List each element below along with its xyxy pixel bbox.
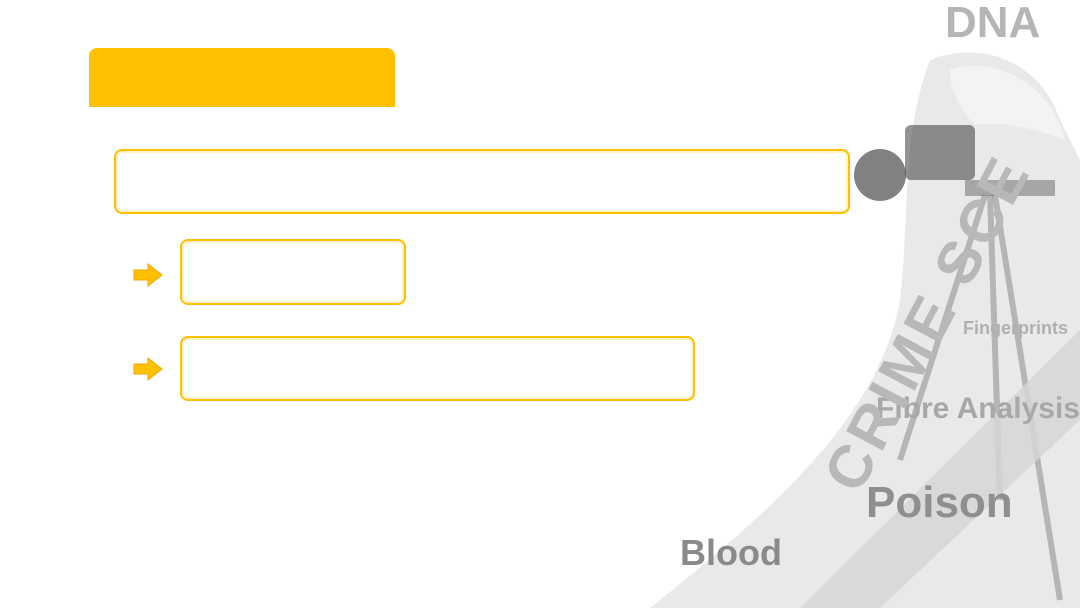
crime-tape-band (800, 330, 1080, 608)
main-text-box[interactable] (114, 149, 850, 214)
right-arrow-icon (133, 357, 163, 381)
right-arrow-icon (133, 263, 163, 287)
background-word-fingerprints: Fingerprints (963, 318, 1069, 338)
camera-lens (854, 149, 906, 201)
background-word-blood: Blood (680, 532, 782, 573)
background-word-poison: Poison (866, 478, 1013, 527)
background-word-fibre-analysis: Fibre Analysis (876, 392, 1080, 425)
tripod-leg-1 (897, 194, 988, 461)
sub-item-box-1[interactable] (180, 239, 406, 305)
background-word-dna: DNA (945, 0, 1041, 47)
slide-title-tab (89, 48, 395, 107)
camera-mount (965, 180, 1055, 196)
hood-shape (950, 65, 1065, 140)
sub-item-box-2[interactable] (180, 336, 695, 401)
camera-body (905, 125, 975, 180)
